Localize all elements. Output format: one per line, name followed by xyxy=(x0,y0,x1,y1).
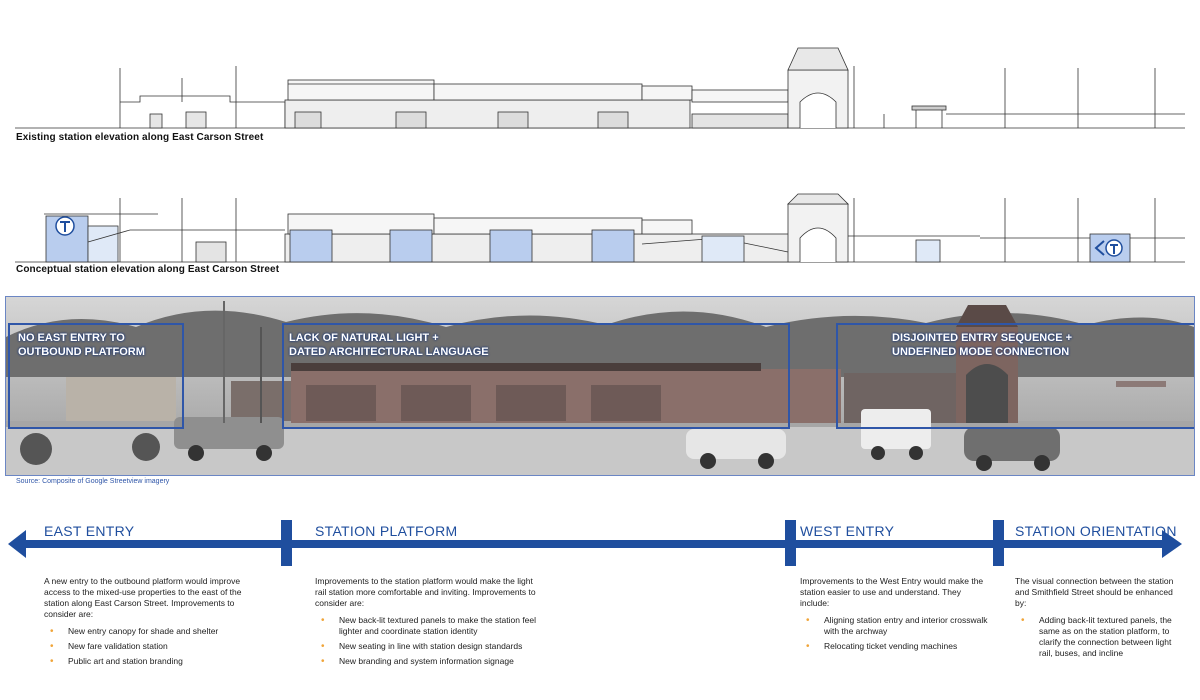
section-title-east-entry: EAST ENTRY xyxy=(44,523,135,539)
callout-station-platform: LACK OF NATURAL LIGHT + DATED ARCHITECTU… xyxy=(282,323,790,429)
list-item: •New seating in line with station design… xyxy=(321,641,523,652)
existing-elevation-caption: Existing station elevation along East Ca… xyxy=(16,132,264,143)
bullet-list: •Aligning station entry and interior cro… xyxy=(800,615,990,652)
existing-elevation-drawing xyxy=(15,47,1185,129)
bullet-dot-icon: • xyxy=(321,641,325,652)
list-item: •New back-lit textured panels to make th… xyxy=(321,615,537,636)
conceptual-elevation-drawing xyxy=(15,193,1185,263)
list-item: •Relocating ticket vending machines xyxy=(806,641,958,652)
callout-station-platform-label: LACK OF NATURAL LIGHT + DATED ARCHITECTU… xyxy=(289,332,489,358)
station-timeline-bar xyxy=(8,520,1182,566)
conceptual-elevation-caption: Conceptual station elevation along East … xyxy=(16,264,280,275)
list-item: •New fare validation station xyxy=(50,641,168,652)
section-title-west-entry: WEST ENTRY xyxy=(800,523,895,539)
section-station-orientation: The visual connection between the statio… xyxy=(1015,576,1175,663)
bullet-dot-icon: • xyxy=(50,641,54,652)
list-item: •Public art and station branding xyxy=(50,656,183,667)
bullet-dot-icon: • xyxy=(321,656,325,667)
transit-t-logo-icon xyxy=(55,216,75,236)
list-item: •Adding back-lit textured panels, the sa… xyxy=(1021,615,1172,658)
bullet-list: •New back-lit textured panels to make th… xyxy=(315,615,540,667)
section-west-entry: Improvements to the West Entry would mak… xyxy=(800,576,990,656)
bullet-list: •New entry canopy for shade and shelter … xyxy=(44,626,262,667)
section-intro: The visual connection between the statio… xyxy=(1015,576,1174,608)
bullet-dot-icon: • xyxy=(50,626,54,637)
transit-t-arrow-logo-icon xyxy=(1094,239,1123,257)
list-item: •Aligning station entry and interior cro… xyxy=(806,615,988,636)
callout-east-entry: NO EAST ENTRY TO OUTBOUND PLATFORM xyxy=(8,323,184,429)
list-item: •New entry canopy for shade and shelter xyxy=(50,626,219,637)
section-station-platform: Improvements to the station platform wou… xyxy=(315,576,540,671)
section-intro: Improvements to the West Entry would mak… xyxy=(800,576,984,608)
callout-west-entry-label: DISJOINTED ENTRY SEQUENCE + UNDEFINED MO… xyxy=(892,332,1073,358)
callout-west-entry: DISJOINTED ENTRY SEQUENCE + UNDEFINED MO… xyxy=(836,323,1194,429)
bullet-dot-icon: • xyxy=(806,641,810,652)
callout-east-entry-label: NO EAST ENTRY TO OUTBOUND PLATFORM xyxy=(18,332,145,358)
section-intro: A new entry to the outbound platform wou… xyxy=(44,576,242,619)
section-title-station-orientation: STATION ORIENTATION xyxy=(1015,523,1177,539)
section-east-entry: A new entry to the outbound platform wou… xyxy=(44,576,262,671)
bullet-dot-icon: • xyxy=(50,656,54,667)
streetview-illustration xyxy=(6,297,1194,475)
bullet-dot-icon: • xyxy=(1021,615,1025,626)
bullet-dot-icon: • xyxy=(321,615,325,626)
photo-source-note: Source: Composite of Google Streetview i… xyxy=(16,478,170,485)
section-intro: Improvements to the station platform wou… xyxy=(315,576,536,608)
bullet-list: •Adding back-lit textured panels, the sa… xyxy=(1015,615,1175,659)
streetview-composite-photo: NO EAST ENTRY TO OUTBOUND PLATFORM LACK … xyxy=(5,296,1195,476)
list-item: •New branding and system information sig… xyxy=(321,656,514,667)
section-title-station-platform: STATION PLATFORM xyxy=(315,523,458,539)
bullet-dot-icon: • xyxy=(806,615,810,626)
